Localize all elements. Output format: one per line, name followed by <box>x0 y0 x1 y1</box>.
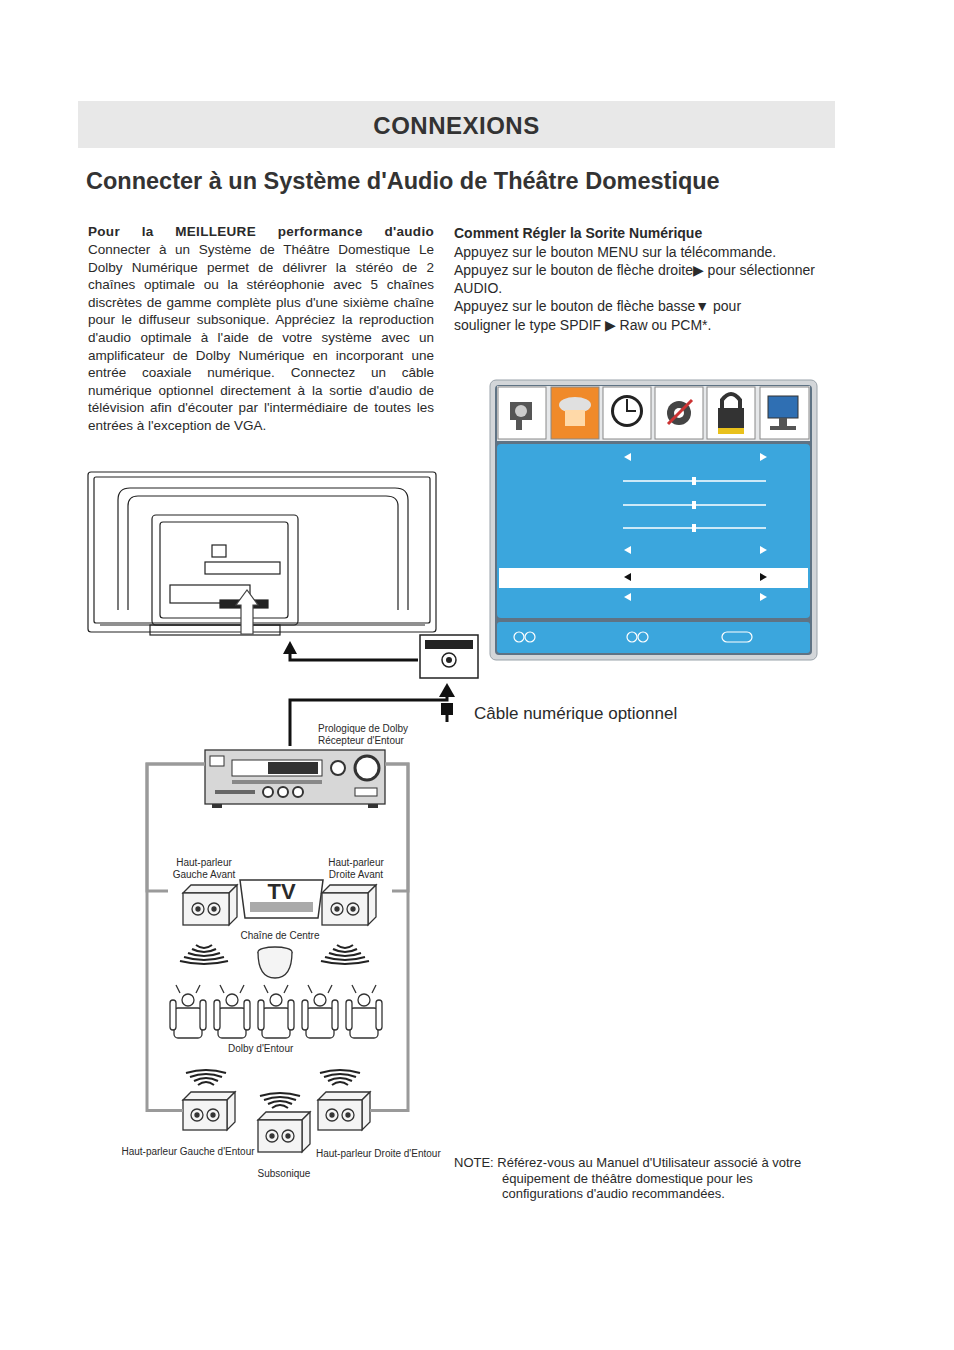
node-label: Subsonique <box>234 1168 334 1179</box>
title-band <box>78 101 835 148</box>
surround-left-speaker: Haut-parleur Gauche d'Entour <box>183 1088 235 1133</box>
cable-heads <box>283 641 455 715</box>
port-arrow <box>236 590 258 634</box>
av-receiver <box>205 750 385 808</box>
coax-jack <box>420 635 478 678</box>
page-title: CONNEXIONS <box>78 112 835 140</box>
subwoofer: Subsonique <box>258 1108 310 1156</box>
section-heading: Connecter à un Système d'Audio de Théâtr… <box>86 168 846 195</box>
audio-menu-screen <box>490 380 817 660</box>
node-label: Haut-parleur Gauche d'Entour <box>93 1146 283 1157</box>
step-text: Appuyez sur le bouton de flèche droite▶ … <box>454 261 824 297</box>
node-label: TV <box>245 880 318 904</box>
surround-label: Dolby d'Entour <box>228 1043 348 1054</box>
front-right-speaker: Haut-parleur Droite Avant <box>320 855 392 927</box>
speaker-wire <box>385 764 408 891</box>
sound-waves <box>180 945 369 1108</box>
tv-front <box>240 880 323 918</box>
node-label: Haut-parleur Droite d'Entour <box>316 1148 466 1159</box>
steps-heading: Comment Régler la Sorite Numérique <box>454 225 824 241</box>
center-speaker: Chaîne de Centre <box>230 928 330 980</box>
step-text: Appuyez sur le bouton MENU sur la téléco… <box>454 243 824 261</box>
speaker-wire <box>147 764 205 1111</box>
intro-body: Connecter à un Système de Théâtre Domest… <box>88 241 434 435</box>
surround-right-speaker: Haut-parleur Droite d'Entour <box>318 1088 370 1133</box>
front-left-speaker: Haut-parleur Gauche Avant <box>168 855 240 927</box>
step-text: Appuyez sur le bouton de flèche basse▼ p… <box>454 297 794 335</box>
receiver: Prologique de Dolby Récepteur d'Entour <box>205 750 385 804</box>
intro-lead: Pour la MEILLEURE performance d'audio <box>88 224 434 239</box>
digital-cable <box>290 652 447 746</box>
node-label: Prologique de Dolby Récepteur d'Entour <box>318 723 418 746</box>
node-label: Haut-parleur Gauche Avant <box>164 857 244 881</box>
cable-label: Câble numérique optionnel <box>474 704 774 724</box>
speaker-wire <box>370 764 408 1111</box>
speakers <box>183 885 376 1152</box>
tv-box: TV <box>245 880 318 904</box>
node-label: Haut-parleur Droite Avant <box>318 857 394 881</box>
note-text: NOTE: Référez-vous au Manuel d'Utilisate… <box>454 1155 832 1202</box>
listeners <box>170 985 382 1038</box>
tv-rear <box>88 472 436 635</box>
node-label: Chaîne de Centre <box>230 930 330 942</box>
